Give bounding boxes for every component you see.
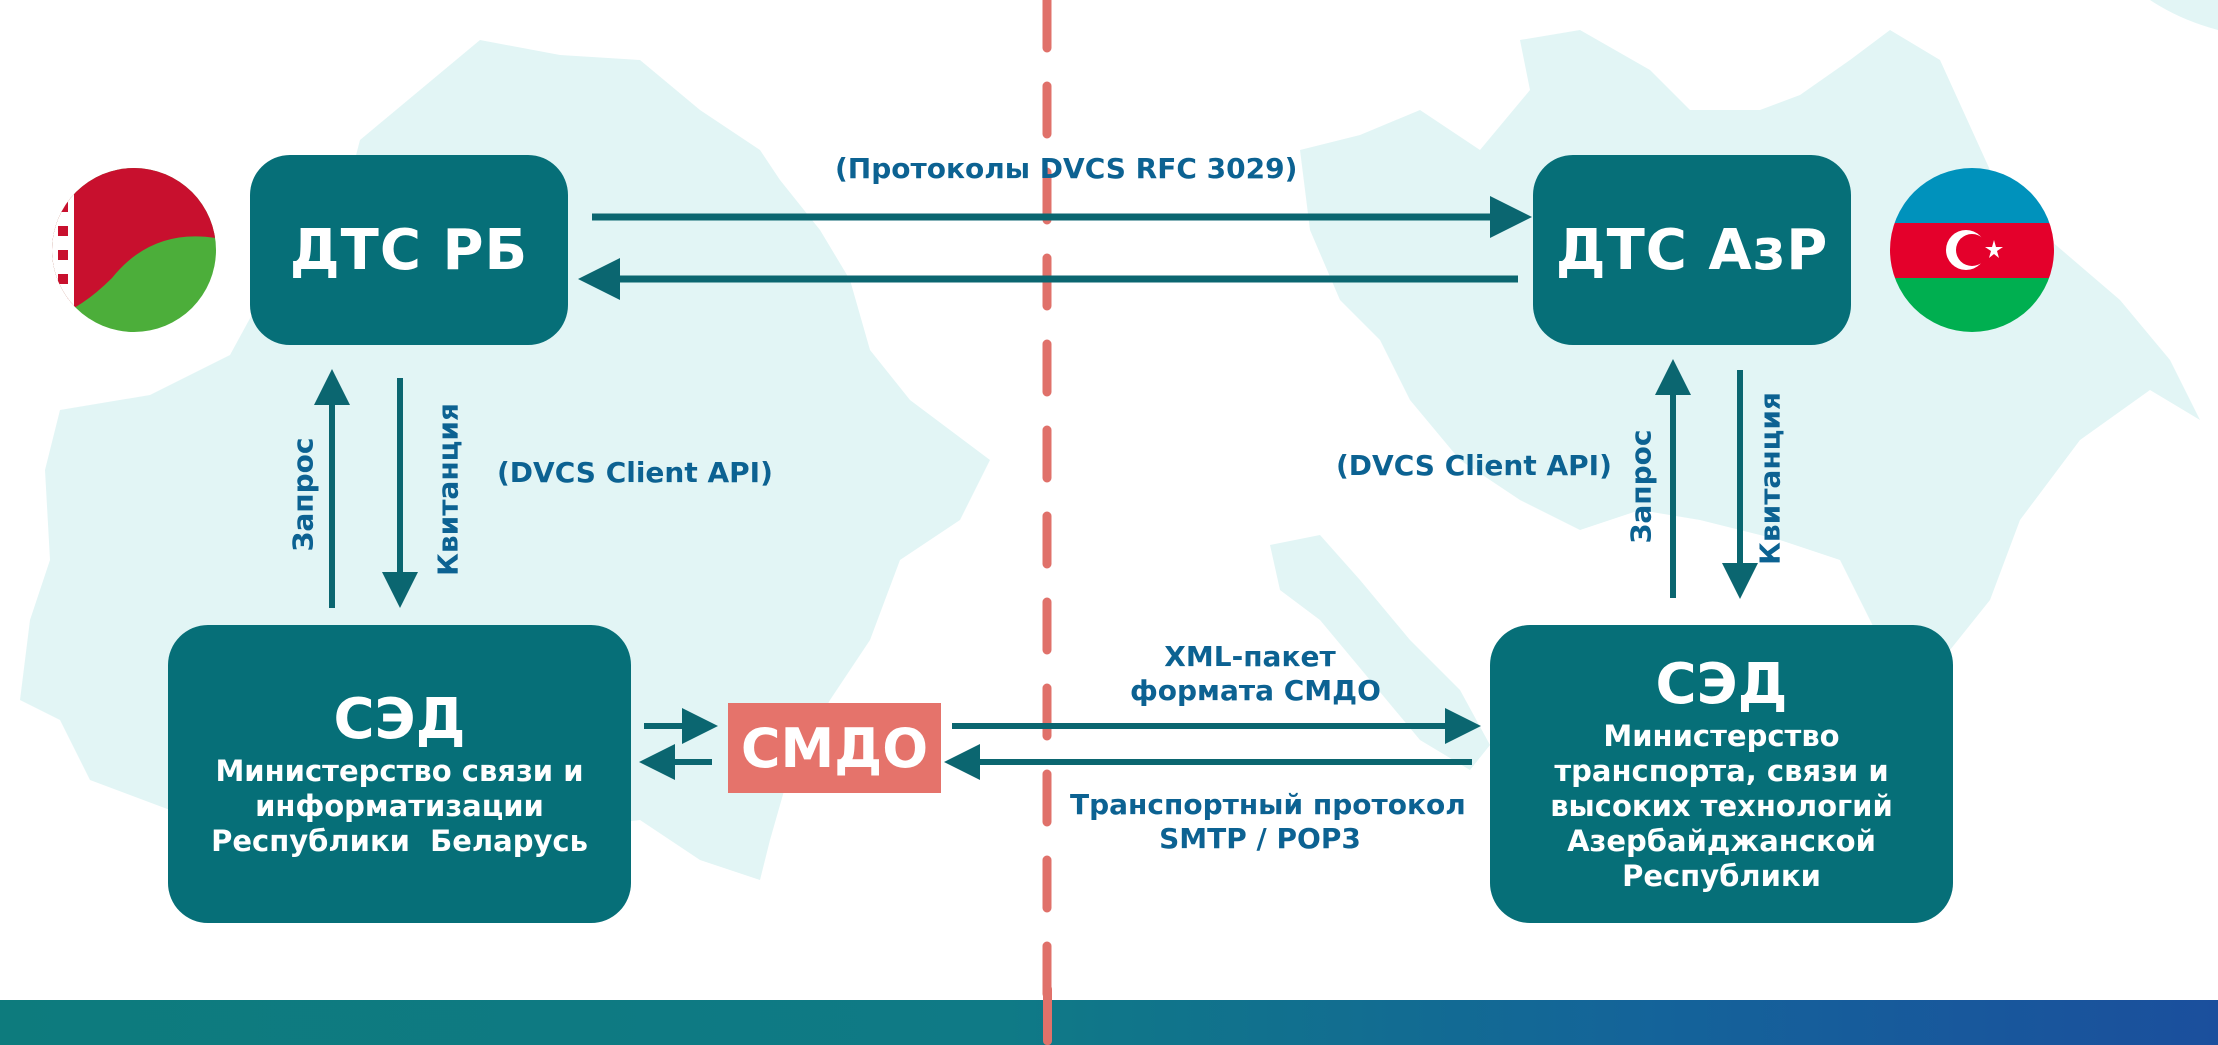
client-api-right-label: (DVCS Client API)	[1336, 449, 1612, 482]
sed-belarus-line: информатизации	[255, 788, 544, 823]
receipt-left-label: Квитанция	[431, 402, 465, 577]
sed-belarus-line: Министерство связи и	[215, 753, 584, 788]
sed-azerbaijan-line: транспорта, связи и	[1554, 753, 1889, 788]
nakhchivan-map-shape	[1270, 535, 1490, 770]
sed-azerbaijan-title: СЭД	[1655, 651, 1788, 717]
dts-rb-node: ДТС РБ	[250, 155, 568, 345]
dts-azr-node: ДТС АзР	[1533, 155, 1851, 345]
corner-decoration	[2150, 0, 2218, 30]
sed-belarus-title: СЭД	[333, 686, 466, 752]
client-api-left-label: (DVCS Client API)	[497, 456, 773, 489]
sed-belarus-line: Республики Беларусь	[211, 823, 588, 858]
smdo-node: СМДО	[728, 703, 941, 793]
sed-azerbaijan-node: СЭД Министерство транспорта, связи и выс…	[1490, 625, 1953, 923]
sed-azerbaijan-line: высоких технологий	[1550, 788, 1893, 823]
sed-azerbaijan-line: Министерство	[1603, 718, 1840, 753]
sed-belarus-node: СЭД Министерство связи и информатизации …	[168, 625, 631, 923]
xml-packet-label: XML-пакет формата СМДО	[1130, 640, 1381, 708]
xml-packet-line: XML-пакет	[1164, 640, 1336, 673]
dts-azr-label: ДТС АзР	[1555, 217, 1829, 283]
sed-azerbaijan-line: Азербайджанской	[1567, 823, 1876, 858]
transport-line: Транспортный протокол	[1070, 788, 1466, 821]
transport-line: SMTP / POP3	[1159, 822, 1361, 855]
protocols-label: (Протоколы DVCS RFC 3029)	[835, 152, 1298, 185]
smdo-label: СМДО	[740, 716, 929, 780]
receipt-right-label: Квитанция	[1753, 391, 1787, 566]
xml-packet-line: формата СМДО	[1130, 674, 1381, 707]
footer-band	[0, 1000, 2218, 1045]
sed-azerbaijan-line: Республики	[1622, 858, 1821, 893]
request-right-label: Запрос	[1624, 429, 1658, 544]
footer-divider-segment	[1043, 985, 1052, 1045]
request-left-label: Запрос	[286, 437, 320, 552]
dts-rb-label: ДТС РБ	[289, 217, 529, 283]
transport-label: Транспортный протокол SMTP / POP3	[1070, 788, 1466, 856]
